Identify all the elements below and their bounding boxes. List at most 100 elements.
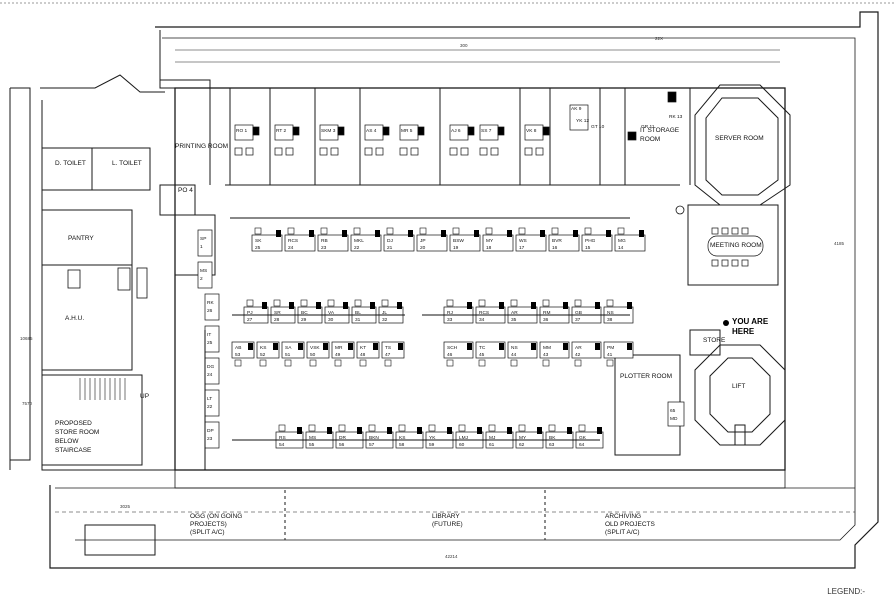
room-archiving-3: (SPLIT A/C) [605,529,640,536]
chair-icon [510,299,518,307]
monitor-icon [499,302,504,309]
chair-icon [548,424,556,432]
desk-number: 17 [519,245,525,251]
monitor-icon [248,343,253,350]
monitor-icon [531,302,536,309]
monitor-icon [297,427,302,434]
desk-label: PJ [247,310,253,316]
desk-label: DJ [387,238,393,244]
room-ogg-1: OGG (ON GOING [190,513,242,520]
you-are-here-line-1: YOU ARE [732,317,769,326]
room-it-storage-2: ROOM [640,136,660,143]
monitor-icon [499,343,504,350]
desk-label: RK [207,300,214,306]
office-desk-label: SKM 3 [321,128,336,134]
desk-label: MKL [354,238,364,244]
desk-label: BC [301,310,308,316]
chair-icon [353,227,361,235]
desk-label: MS [200,268,207,274]
chair-icon [478,299,486,307]
monitor-icon [531,343,536,350]
dim-top-center: 22X [655,36,663,41]
desk-number: 1 [200,244,203,250]
chair-icon [273,299,281,307]
monitor-icon [289,302,294,309]
room-proposed-store-3: BELOW [55,438,79,445]
monitor-icon [597,427,602,434]
monitor-icon [357,427,362,434]
monitor-icon [397,302,402,309]
desk-label: 65 [670,408,676,414]
office-desk-label: GR 11 [641,124,655,130]
desk-label: WS [519,238,527,244]
desk-number: 51 [285,352,291,358]
desk-number: 25 [207,340,213,346]
dim-right-side: 4185 [834,241,845,246]
desk-label: PHG [585,238,596,244]
monitor-icon [447,427,452,434]
chair-icon [617,227,625,235]
desk-number: 23 [321,245,327,251]
chair-icon [287,227,295,235]
desk-label: AB [235,345,241,351]
monitor-icon [627,302,632,309]
dim-low-left: 3025 [120,504,131,509]
desk-number: 38 [607,317,613,323]
chair-icon [259,359,267,367]
room-library-2: (FUTURE) [432,521,463,528]
desk-number: 41 [607,352,613,358]
monitor-icon [342,230,347,237]
desk-label: JP [420,238,426,244]
chair-icon [578,424,586,432]
chair-icon [327,299,335,307]
desk-label: SP [200,236,206,242]
desk-number: 14 [618,245,624,251]
desk-label: VA [328,310,335,316]
monitor-icon [323,343,328,350]
chair-icon [542,359,550,367]
monitor-icon [563,343,568,350]
desk-number: 24 [288,245,294,251]
chair-icon [478,359,486,367]
desk-number: 23 [207,436,213,442]
chair-icon [542,299,550,307]
desk-number: 64 [579,442,585,448]
desk-label: BVR [552,238,562,244]
chair-icon [278,424,286,432]
desk-label: MG [618,238,626,244]
monitor-icon [573,230,578,237]
room-d-toilet: D. TOILET [55,160,86,167]
monitor-icon [387,427,392,434]
desk-number: 35 [511,317,517,323]
chair-icon [485,227,493,235]
room-server: SERVER ROOM [715,135,764,142]
chair-icon [320,227,328,235]
desk-label: MJ [489,435,496,441]
desk-number: 26 [207,308,213,314]
monitor-icon [507,230,512,237]
desk-number: 19 [453,245,459,251]
desk-label: RJ [447,310,453,316]
desk-number: 32 [382,317,388,323]
monitor-icon [540,230,545,237]
chair-icon [488,424,496,432]
dim-left-low: 7570 [22,401,33,406]
office-desk-label: SS 7 [481,128,492,134]
monitor-icon [327,427,332,434]
desk-number: 55 [309,442,315,448]
